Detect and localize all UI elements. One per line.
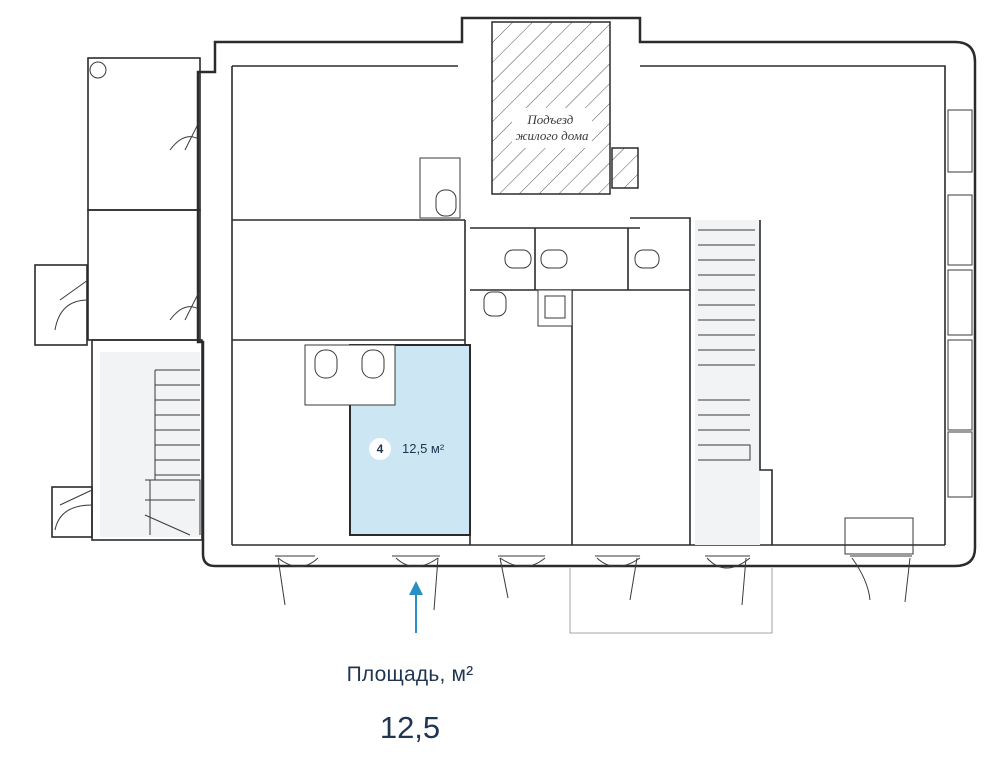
left-stair-steps	[144, 369, 201, 536]
left-annex-stairs	[91, 339, 203, 541]
left-annex-top	[87, 57, 201, 211]
area-value: 12,5	[379, 710, 441, 745]
left-annex-mid	[87, 209, 201, 341]
bathroom-fixtures	[304, 157, 660, 406]
area-title: Площадь, м²	[346, 663, 474, 686]
unit-number: 4	[377, 442, 384, 456]
entrance-doors	[275, 555, 912, 634]
column-icon	[89, 61, 107, 79]
right-windows	[844, 109, 973, 555]
annex-doors	[54, 119, 201, 531]
right-stair-steps	[698, 220, 773, 545]
unit-area-label: 12,5 м²	[402, 441, 445, 456]
stairwell-label: Подъезд жилого дома	[515, 112, 589, 143]
right-stairs	[695, 220, 760, 545]
unit-4-badge[interactable]: 4 12,5 м²	[369, 438, 445, 460]
outer-wall-inner	[232, 65, 946, 546]
